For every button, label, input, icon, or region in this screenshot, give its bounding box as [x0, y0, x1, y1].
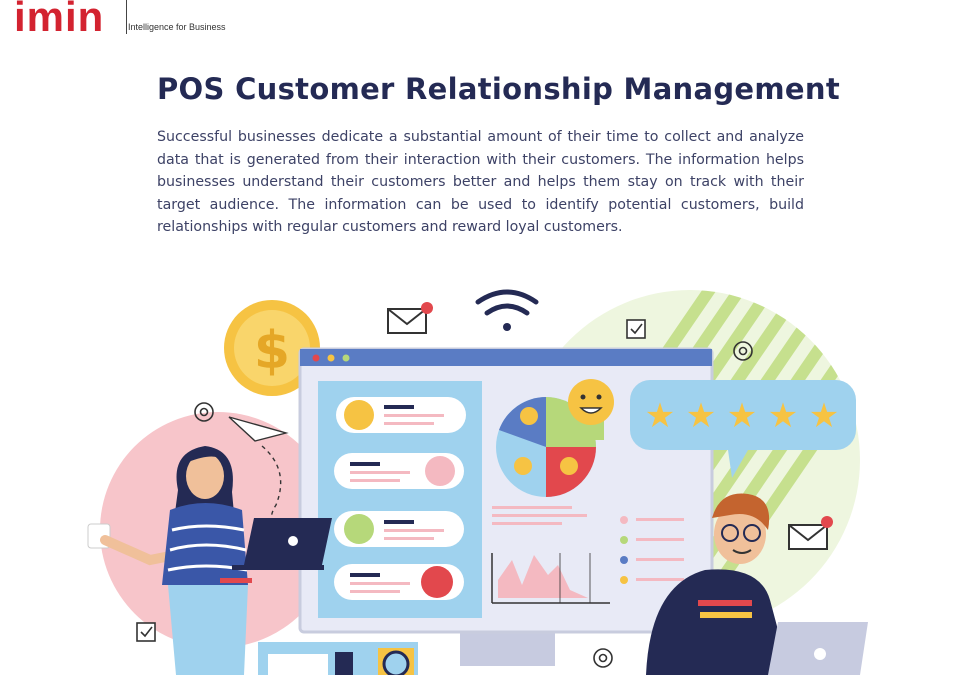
logo-divider [126, 0, 127, 34]
woman-figure [87, 446, 252, 675]
envelope-icon [387, 302, 433, 334]
gear-icon [194, 341, 753, 668]
paper-plane-icon [228, 416, 289, 531]
area-chart [491, 553, 610, 604]
emoji-icon [552, 379, 614, 440]
crm-illustration: $ [87, 289, 868, 675]
monitor [298, 347, 714, 666]
svg-text:★: ★ [768, 396, 798, 436]
dollar-coin-icon: $ [224, 300, 320, 396]
laptop-icon [232, 518, 332, 570]
checkbox-icon [626, 319, 646, 339]
man-figure [646, 493, 790, 675]
brand-tagline: Intelligence for Business [128, 22, 226, 32]
brand-name: imin [14, 0, 105, 40]
svg-text:★: ★ [686, 396, 716, 436]
chat-bubble-list [334, 397, 466, 600]
svg-text:★: ★ [645, 396, 675, 436]
svg-text:★: ★ [727, 396, 757, 436]
star-rating-icon: ★ ★ ★ ★ ★ [630, 380, 856, 478]
checkbox-icon [136, 622, 156, 642]
page-title: POS Customer Relationship Management [157, 72, 840, 106]
bottom-cards [258, 642, 418, 675]
svg-text:$: $ [254, 321, 290, 381]
envelope-icon [788, 516, 833, 550]
laptop-icon [768, 622, 868, 675]
intro-paragraph: Successful businesses dedicate a substan… [157, 129, 804, 236]
svg-text:★: ★ [809, 396, 839, 436]
wifi-icon [475, 289, 539, 331]
chart-legend [492, 506, 684, 584]
